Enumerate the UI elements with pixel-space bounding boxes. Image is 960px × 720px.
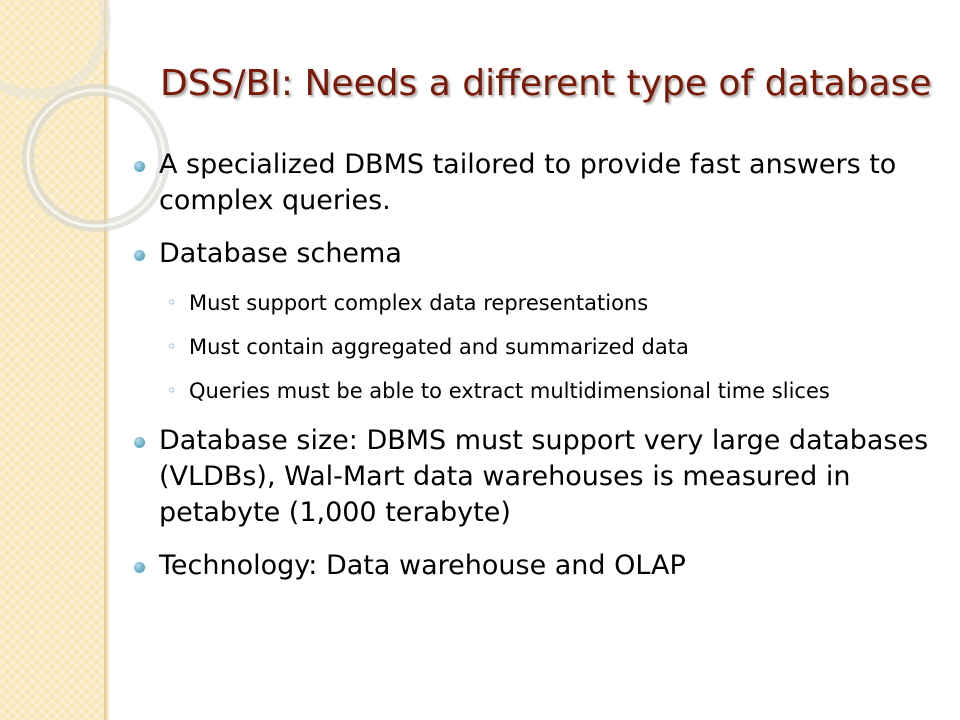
hollow-circle-bullet-icon: ◦ xyxy=(167,293,177,312)
slide-content: A specialized DBMS tailored to provide f… xyxy=(130,147,930,601)
bullet-text: Database schema xyxy=(159,238,402,269)
bullet-text: A specialized DBMS tailored to provide f… xyxy=(159,149,897,216)
filled-circle-bullet-icon xyxy=(134,161,145,172)
bullet-item: Database size: DBMS must support very la… xyxy=(130,423,930,531)
decorative-rings xyxy=(0,0,170,232)
sub-bullet-list: ◦ Must support complex data representati… xyxy=(159,288,930,406)
sidebar-edge xyxy=(104,0,110,720)
bullet-item: Database schema ◦ Must support complex d… xyxy=(130,236,930,406)
bullet-text: Database size: DBMS must support very la… xyxy=(159,425,929,528)
hollow-circle-bullet-icon: ◦ xyxy=(167,381,177,400)
slide-title: DSS/BI: Needs a different type of databa… xyxy=(160,63,932,104)
sub-bullet-text: Must support complex data representation… xyxy=(189,291,649,315)
sub-bullet-item: ◦ Must contain aggregated and summarized… xyxy=(159,332,930,362)
sub-bullet-item: ◦ Must support complex data representati… xyxy=(159,288,930,318)
bullet-list: A specialized DBMS tailored to provide f… xyxy=(130,147,930,584)
sub-bullet-text: Must contain aggregated and summarized d… xyxy=(189,335,689,359)
filled-circle-bullet-icon xyxy=(134,437,145,448)
bullet-item: A specialized DBMS tailored to provide f… xyxy=(130,147,930,219)
bullet-item: Technology: Data warehouse and OLAP xyxy=(130,548,930,584)
decorative-sidebar xyxy=(0,0,104,720)
hollow-circle-bullet-icon: ◦ xyxy=(167,337,177,356)
filled-circle-bullet-icon xyxy=(134,562,145,573)
sub-bullet-text: Queries must be able to extract multidim… xyxy=(189,379,830,403)
sub-bullet-item: ◦ Queries must be able to extract multid… xyxy=(159,376,930,406)
filled-circle-bullet-icon xyxy=(134,250,145,261)
bullet-text: Technology: Data warehouse and OLAP xyxy=(159,550,686,581)
